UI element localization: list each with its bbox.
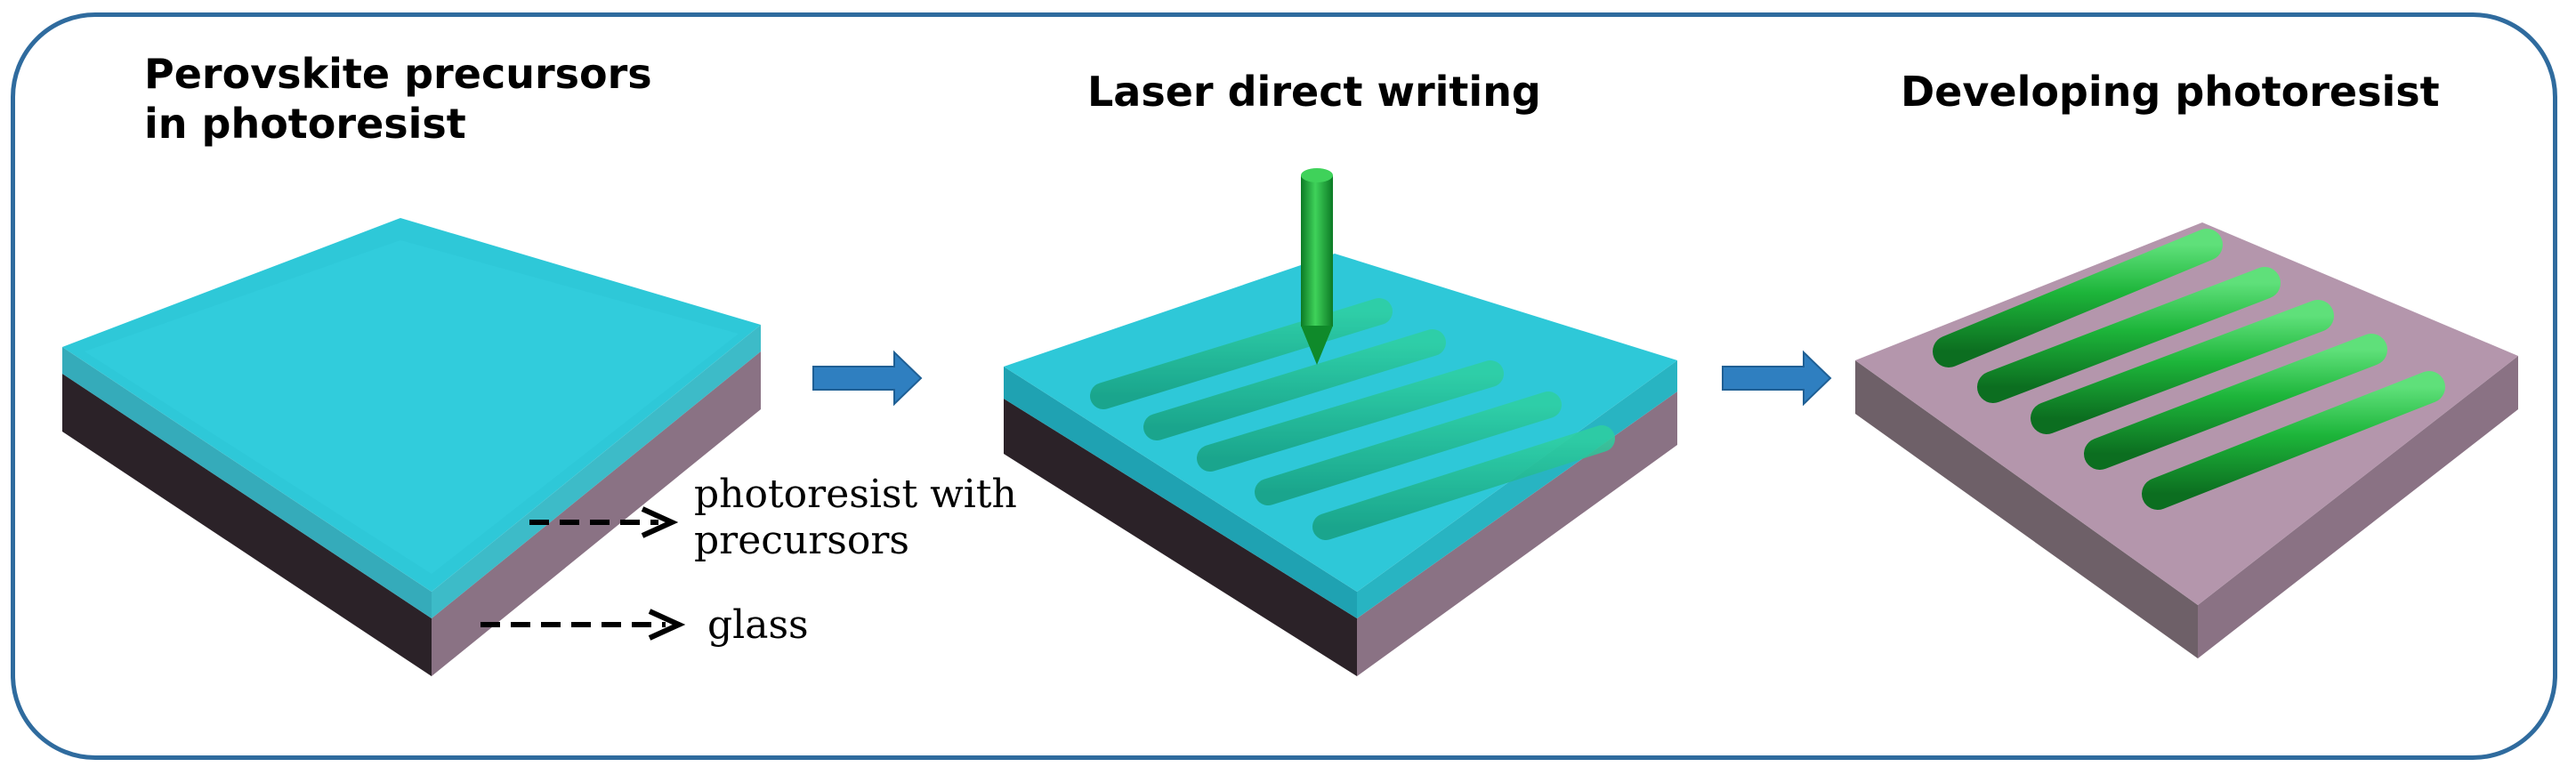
step3-glass-left-side xyxy=(1855,360,2198,658)
laser-pen xyxy=(1301,168,1333,365)
step2-title: Laser direct writing xyxy=(1087,68,1541,116)
photoresist-label-line2: precursors xyxy=(694,518,909,563)
step1-photoresist-top-inner xyxy=(85,240,739,574)
step3-rod-1 xyxy=(1933,229,2223,367)
step2-glass-left-side xyxy=(1004,399,1357,676)
step1-glass-left-side xyxy=(62,374,432,676)
step3-rod-5 xyxy=(2142,371,2445,510)
step2-glass-right-side xyxy=(1357,392,1677,676)
step2-rod-2 xyxy=(1143,329,1446,440)
step3-rod-4 xyxy=(2084,334,2387,470)
step2-rod-3 xyxy=(1197,360,1504,472)
glass-pointer-arrow xyxy=(480,609,686,641)
step2-photoresist-left-side xyxy=(1004,367,1357,618)
step3-rod-3 xyxy=(2031,300,2334,434)
step1-title: Perovskite precursors in photoresist xyxy=(144,49,652,149)
photoresist-pointer-arrow xyxy=(529,506,679,538)
step3-title: Developing photoresist xyxy=(1901,68,2440,116)
step1-photoresist-right-side xyxy=(432,325,761,618)
step3-rod-2 xyxy=(1977,267,2281,403)
step2-rod-5 xyxy=(1312,425,1615,540)
photoresist-label: photoresist with precursors xyxy=(694,472,1017,564)
step3-block xyxy=(1855,222,2518,658)
process-arrow-2 xyxy=(1722,350,1832,407)
step1-title-line2: in photoresist xyxy=(144,100,466,148)
step3-perovskite-rods xyxy=(1933,229,2445,510)
step1-glass-right-side xyxy=(432,351,761,676)
diagram-frame xyxy=(11,12,2557,760)
step2-rod-1 xyxy=(1090,298,1393,409)
step2-photoresist-right-side xyxy=(1357,360,1677,618)
step1-title-line1: Perovskite precursors xyxy=(144,50,652,98)
photoresist-label-line1: photoresist with xyxy=(694,472,1017,517)
step2-written-rods xyxy=(1090,298,1615,540)
glass-label: glass xyxy=(707,602,809,648)
step3-glass-right-side xyxy=(2198,356,2518,658)
step1-block xyxy=(62,218,761,676)
step2-block xyxy=(1004,168,1677,676)
step1-photoresist-left-side xyxy=(62,347,432,618)
process-arrow-1 xyxy=(812,350,923,407)
step2-rod-4 xyxy=(1255,392,1562,505)
